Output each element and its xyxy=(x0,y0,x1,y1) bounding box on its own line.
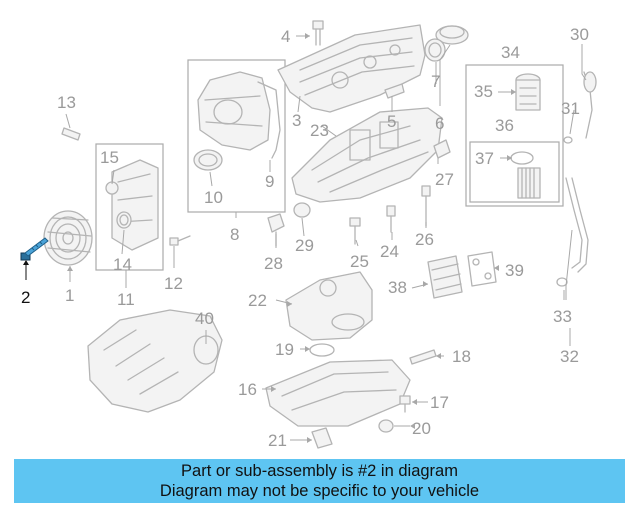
part-26[interactable] xyxy=(421,185,431,227)
callout-30[interactable]: 30 xyxy=(570,25,589,44)
part-bolt-4[interactable] xyxy=(312,20,324,46)
callout-17[interactable]: 17 xyxy=(430,393,449,412)
callout-20[interactable]: 20 xyxy=(412,419,431,438)
part-24[interactable] xyxy=(386,205,396,233)
callout-5[interactable]: 5 xyxy=(387,112,396,131)
callout-38[interactable]: 38 xyxy=(388,278,407,297)
part-crank-pulley[interactable] xyxy=(43,210,93,266)
callout-19[interactable]: 19 xyxy=(275,340,294,359)
part-5[interactable] xyxy=(384,83,405,99)
callout-10[interactable]: 10 xyxy=(204,188,223,207)
part-bolt-highlighted[interactable] xyxy=(20,237,49,261)
part-oil-filter-o-ring[interactable] xyxy=(510,151,534,165)
callout-1[interactable]: 1 xyxy=(65,286,74,305)
part-21[interactable] xyxy=(311,427,333,449)
part-oil-cooler-gasket[interactable] xyxy=(467,251,497,287)
callout-2[interactable]: 2 xyxy=(21,288,30,307)
part-front-cover[interactable] xyxy=(111,159,159,251)
part-lower-oil-pan[interactable] xyxy=(265,359,411,427)
callout-36[interactable]: 36 xyxy=(495,116,514,135)
part-seal-10[interactable] xyxy=(193,149,223,171)
part-oil-filler-cap[interactable] xyxy=(435,25,469,45)
callout-23[interactable]: 23 xyxy=(310,121,329,140)
callout-35[interactable]: 35 xyxy=(474,82,493,101)
part-oil-pump-baffle[interactable] xyxy=(285,271,373,341)
callout-25[interactable]: 25 xyxy=(350,252,369,271)
callout-29[interactable]: 29 xyxy=(295,236,314,255)
part-29[interactable] xyxy=(293,202,311,218)
callout-8[interactable]: 8 xyxy=(230,225,239,244)
callout-6[interactable]: 6 xyxy=(435,114,444,133)
part-dipstick-tube[interactable] xyxy=(556,71,597,287)
callout-3[interactable]: 3 xyxy=(292,111,301,130)
callout-28[interactable]: 28 xyxy=(264,254,283,273)
callout-26[interactable]: 26 xyxy=(415,230,434,249)
part-seal-14[interactable] xyxy=(116,211,132,229)
part-oil-filter-element[interactable] xyxy=(517,167,541,199)
part-25[interactable] xyxy=(349,217,361,245)
callout-33[interactable]: 33 xyxy=(553,307,572,326)
banner-line-part: Part or sub-assembly is #2 in diagram xyxy=(181,462,458,480)
part-20[interactable] xyxy=(378,419,394,433)
callout-13[interactable]: 13 xyxy=(57,93,76,112)
part-oil-cooler[interactable] xyxy=(427,255,463,299)
callout-40[interactable]: 40 xyxy=(195,309,214,328)
callout-37[interactable]: 37 xyxy=(475,149,494,168)
callout-27[interactable]: 27 xyxy=(435,170,454,189)
part-intake-manifold[interactable] xyxy=(87,309,223,413)
part-13[interactable] xyxy=(61,127,81,141)
callout-15[interactable]: 15 xyxy=(100,148,119,167)
frame-front-cover-group xyxy=(95,143,164,271)
part-timing-cover[interactable] xyxy=(197,71,271,151)
callout-18[interactable]: 18 xyxy=(452,347,471,366)
part-oil-filter-housing[interactable] xyxy=(515,73,541,111)
callout-39[interactable]: 39 xyxy=(505,261,524,280)
callout-14[interactable]: 14 xyxy=(113,255,132,274)
part-17[interactable] xyxy=(399,395,411,413)
part-bolt-12[interactable] xyxy=(169,235,191,246)
callout-24[interactable]: 24 xyxy=(380,242,399,261)
callout-32[interactable]: 32 xyxy=(560,347,579,366)
callout-31[interactable]: 31 xyxy=(561,99,580,118)
callout-9[interactable]: 9 xyxy=(265,172,274,191)
part-filler-cap-seal[interactable] xyxy=(424,38,446,62)
part-27[interactable] xyxy=(433,139,451,159)
callout-34[interactable]: 34 xyxy=(501,43,520,62)
callout-7[interactable]: 7 xyxy=(431,72,440,91)
callout-22[interactable]: 22 xyxy=(248,291,267,310)
callout-4[interactable]: 4 xyxy=(281,27,290,46)
frame-oil-filter-insert-group xyxy=(469,141,560,203)
callout-12[interactable]: 12 xyxy=(164,274,183,293)
callout-11[interactable]: 11 xyxy=(117,290,135,309)
info-banner: Part or sub-assembly is #2 in diagram Di… xyxy=(14,459,625,503)
callout-21[interactable]: 21 xyxy=(268,431,287,450)
banner-line-disclaimer: Diagram may not be specific to your vehi… xyxy=(159,482,480,500)
part-18[interactable] xyxy=(409,349,437,365)
part-timing-cover-gasket[interactable] xyxy=(257,81,281,159)
part-gasket-19[interactable] xyxy=(309,343,335,357)
frame-oil-filter-group xyxy=(465,64,564,207)
callout-16[interactable]: 16 xyxy=(238,380,257,399)
